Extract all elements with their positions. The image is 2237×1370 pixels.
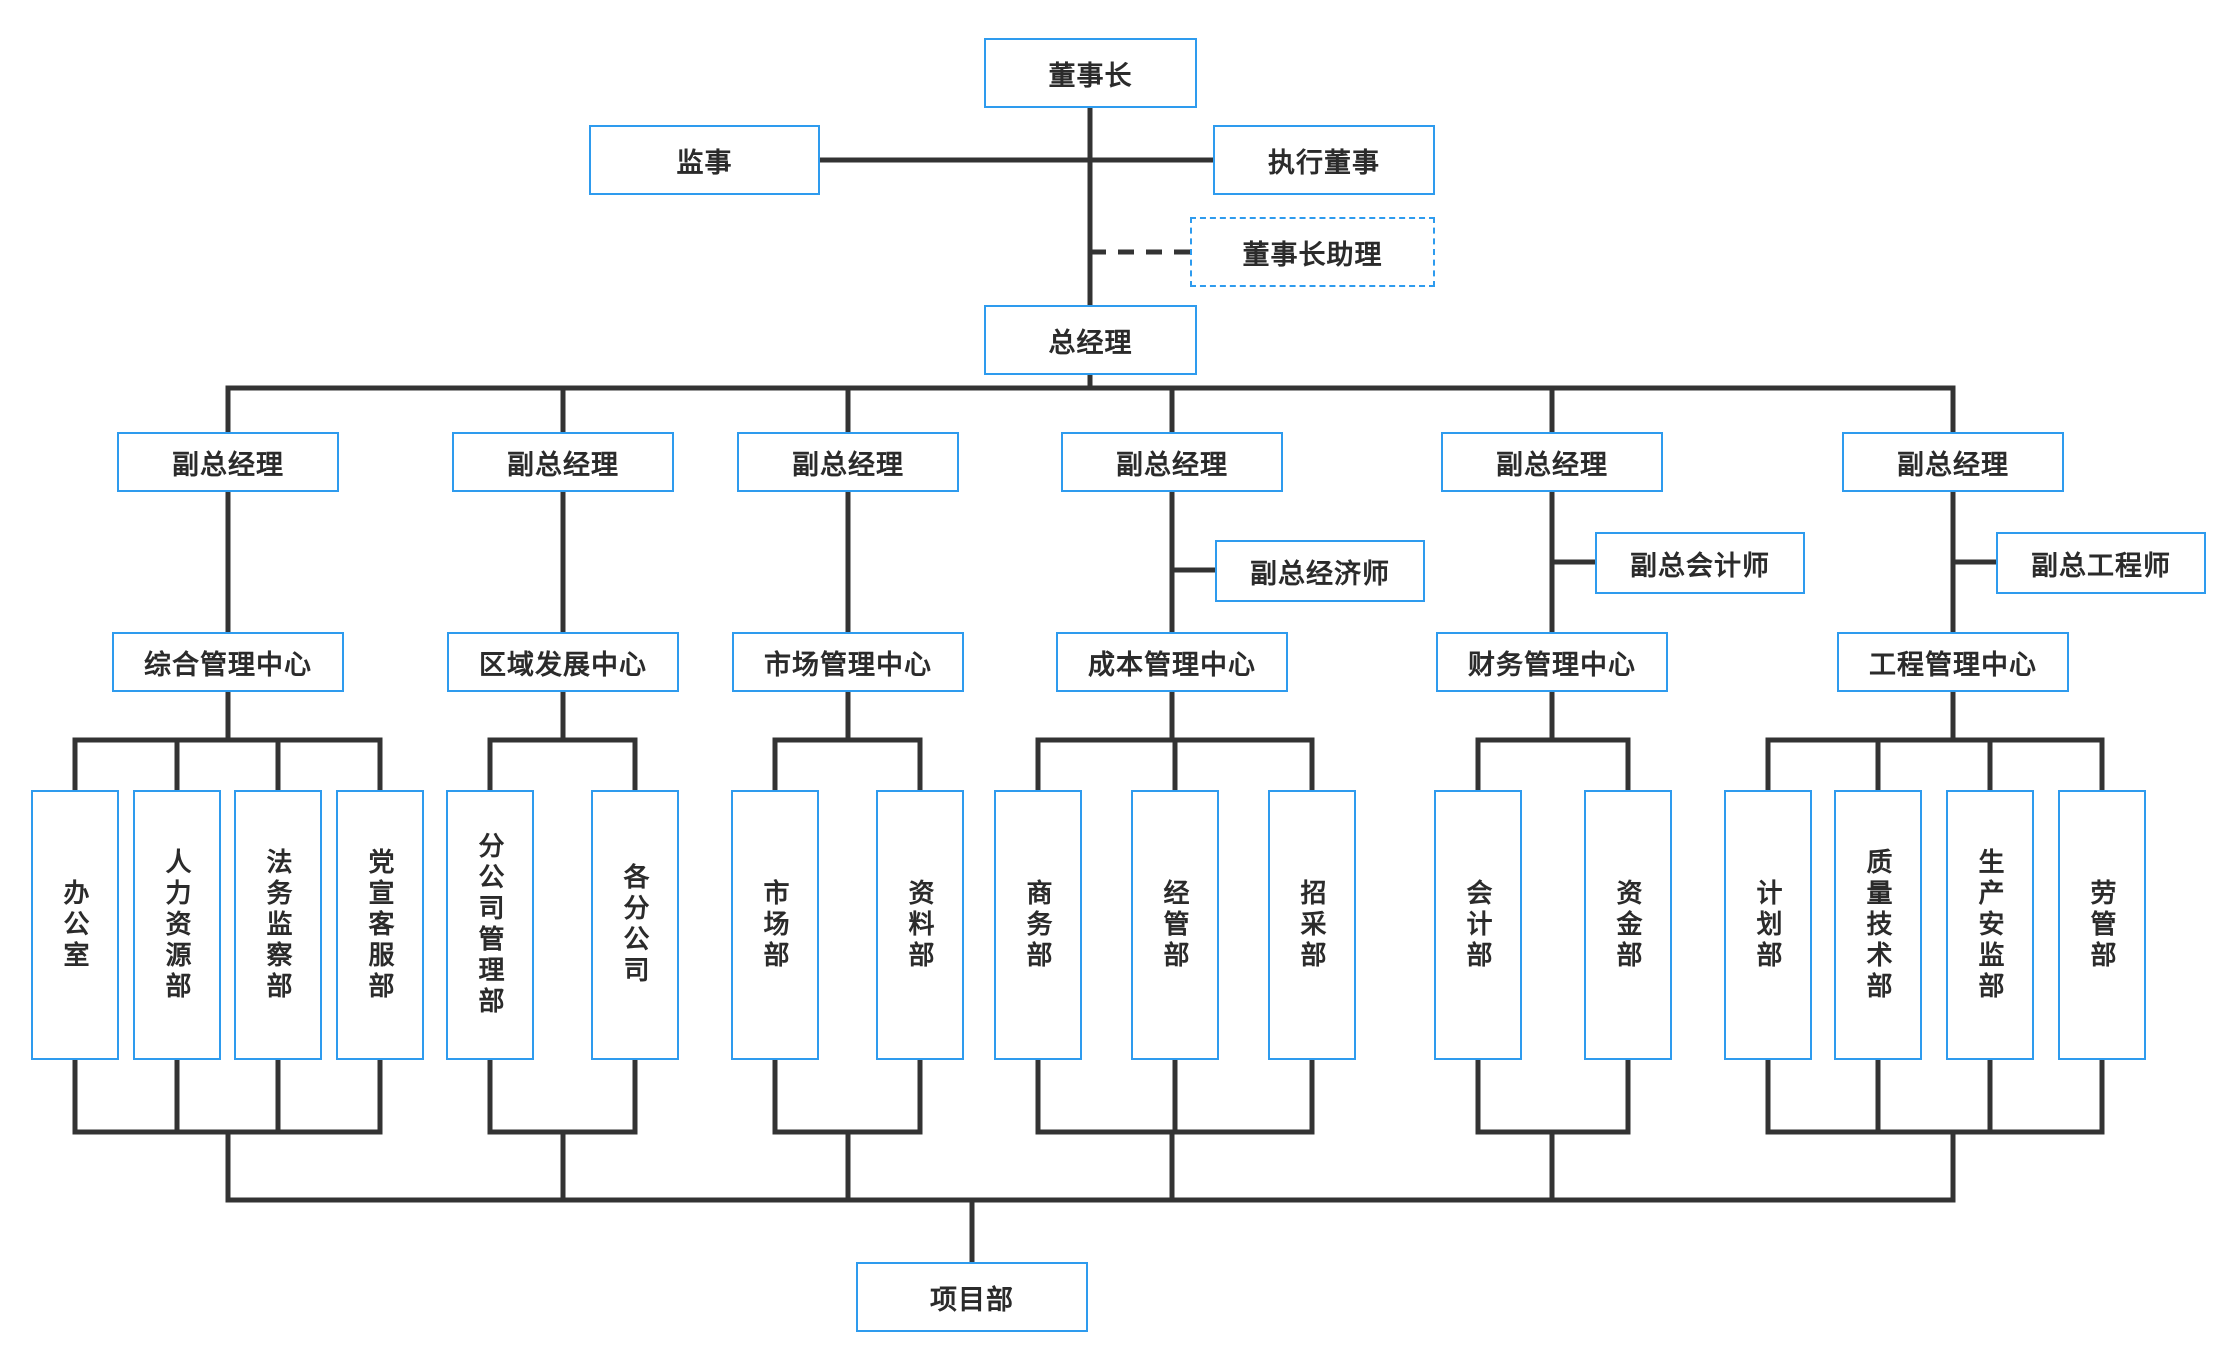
node-label: 党宣客服部 xyxy=(365,847,395,1003)
node-dept-legal-supervision[interactable]: 法务监察部 xyxy=(234,790,322,1060)
node-label: 工程管理中心 xyxy=(1869,649,2037,680)
node-chairman[interactable]: 董事长 xyxy=(984,38,1197,108)
node-label: 副总经理 xyxy=(792,449,904,480)
node-label: 董事长 xyxy=(1048,60,1133,91)
node-label: 副总经理 xyxy=(172,449,284,480)
node-dept-branches[interactable]: 各分公司 xyxy=(591,790,679,1060)
node-label: 区域发展中心 xyxy=(479,649,647,680)
node-label: 副总工程师 xyxy=(2031,550,2171,581)
node-label: 会计部 xyxy=(1463,878,1493,972)
node-label: 市场部 xyxy=(760,878,790,972)
node-label: 分公司管理部 xyxy=(475,832,505,1018)
node-deputy-gm-5[interactable]: 副总经理 xyxy=(1441,432,1663,492)
node-label: 人力资源部 xyxy=(162,847,192,1003)
node-label: 资料部 xyxy=(905,878,935,972)
node-label: 监事 xyxy=(676,147,733,178)
node-dept-party-customer-service[interactable]: 党宣客服部 xyxy=(336,790,424,1060)
node-label: 综合管理中心 xyxy=(144,649,312,680)
node-label: 计划部 xyxy=(1753,878,1783,972)
node-dept-operations-management[interactable]: 经管部 xyxy=(1131,790,1219,1060)
node-label: 副总会计师 xyxy=(1630,550,1770,581)
node-label: 质量技术部 xyxy=(1863,847,1893,1003)
node-supervisor[interactable]: 监事 xyxy=(589,125,820,195)
node-deputy-gm-1[interactable]: 副总经理 xyxy=(117,432,339,492)
node-center-market[interactable]: 市场管理中心 xyxy=(732,632,964,692)
node-label: 执行董事 xyxy=(1268,147,1380,178)
node-label: 副总经理 xyxy=(1496,449,1608,480)
node-dept-hr[interactable]: 人力资源部 xyxy=(133,790,221,1060)
node-center-engineering[interactable]: 工程管理中心 xyxy=(1837,632,2069,692)
node-general-manager[interactable]: 总经理 xyxy=(984,305,1197,375)
node-label: 市场管理中心 xyxy=(764,649,932,680)
node-dept-business[interactable]: 商务部 xyxy=(994,790,1082,1060)
node-chairman-assistant[interactable]: 董事长助理 xyxy=(1190,217,1435,287)
node-label: 法务监察部 xyxy=(263,847,293,1003)
node-label: 商务部 xyxy=(1023,878,1053,972)
node-label: 办公室 xyxy=(60,878,90,972)
node-dept-funds[interactable]: 资金部 xyxy=(1584,790,1672,1060)
node-dept-data[interactable]: 资料部 xyxy=(876,790,964,1060)
node-label: 副总经理 xyxy=(1897,449,2009,480)
node-dept-branch-management[interactable]: 分公司管理部 xyxy=(446,790,534,1060)
node-project-department[interactable]: 项目部 xyxy=(856,1262,1088,1332)
node-deputy-chief-engineer[interactable]: 副总工程师 xyxy=(1996,532,2206,594)
node-label: 副总经济师 xyxy=(1250,558,1390,589)
node-center-regional[interactable]: 区域发展中心 xyxy=(447,632,679,692)
node-dept-quality-technology[interactable]: 质量技术部 xyxy=(1834,790,1922,1060)
node-label: 项目部 xyxy=(930,1284,1014,1315)
node-dept-labor-management[interactable]: 劳管部 xyxy=(2058,790,2146,1060)
node-label: 经管部 xyxy=(1160,878,1190,972)
node-deputy-gm-2[interactable]: 副总经理 xyxy=(452,432,674,492)
node-dept-office[interactable]: 办公室 xyxy=(31,790,119,1060)
node-dept-planning[interactable]: 计划部 xyxy=(1724,790,1812,1060)
node-deputy-chief-economist[interactable]: 副总经济师 xyxy=(1215,540,1425,602)
node-label: 各分公司 xyxy=(620,863,650,987)
node-dept-marketing[interactable]: 市场部 xyxy=(731,790,819,1060)
node-deputy-gm-6[interactable]: 副总经理 xyxy=(1842,432,2064,492)
node-deputy-gm-3[interactable]: 副总经理 xyxy=(737,432,959,492)
node-label: 生产安监部 xyxy=(1975,847,2005,1003)
node-label: 劳管部 xyxy=(2087,878,2117,972)
node-deputy-gm-4[interactable]: 副总经理 xyxy=(1061,432,1283,492)
node-executive-director[interactable]: 执行董事 xyxy=(1213,125,1435,195)
node-center-comprehensive[interactable]: 综合管理中心 xyxy=(112,632,344,692)
node-dept-production-safety[interactable]: 生产安监部 xyxy=(1946,790,2034,1060)
node-label: 资金部 xyxy=(1613,878,1643,972)
node-deputy-chief-accountant[interactable]: 副总会计师 xyxy=(1595,532,1805,594)
node-label: 董事长助理 xyxy=(1242,239,1383,270)
node-label: 总经理 xyxy=(1048,327,1133,358)
node-label: 财务管理中心 xyxy=(1468,649,1636,680)
node-center-finance[interactable]: 财务管理中心 xyxy=(1436,632,1668,692)
node-label: 招采部 xyxy=(1297,878,1327,972)
node-label: 副总经理 xyxy=(507,449,619,480)
node-dept-accounting[interactable]: 会计部 xyxy=(1434,790,1522,1060)
node-dept-bidding-procurement[interactable]: 招采部 xyxy=(1268,790,1356,1060)
node-label: 副总经理 xyxy=(1116,449,1228,480)
node-center-cost[interactable]: 成本管理中心 xyxy=(1056,632,1288,692)
node-label: 成本管理中心 xyxy=(1088,649,1256,680)
